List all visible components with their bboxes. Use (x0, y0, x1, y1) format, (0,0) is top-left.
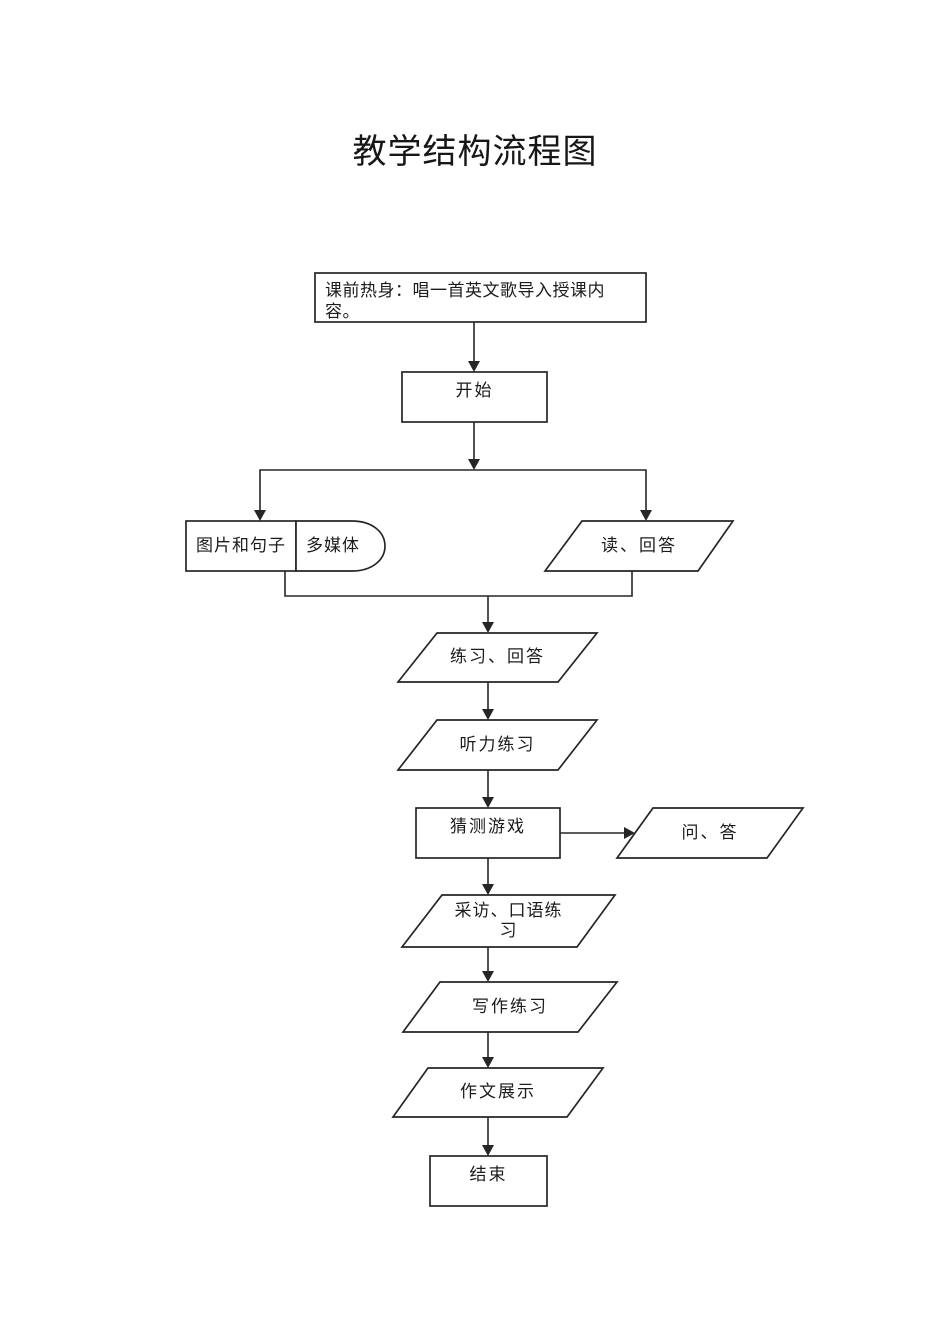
branch-split-line (259, 469, 647, 511)
warmup-label: 课前热身：唱一首英文歌导入授课内容。 (325, 281, 605, 322)
practice-answer-label: 练习、回答 (450, 647, 545, 667)
arrowhead-into-listening (482, 709, 494, 720)
arrowhead-into-read-answer (640, 510, 652, 521)
branch-join-line (284, 571, 633, 597)
essay-show-parallelogram (391, 1067, 605, 1118)
warmup-box (314, 272, 647, 323)
start-label: 开始 (455, 381, 494, 401)
guessing-label: 猜测游戏 (450, 817, 526, 837)
arrowhead-into-guessing (482, 797, 494, 808)
arrowhead-into-writing (482, 971, 494, 982)
arrowhead-into-qa (624, 827, 635, 839)
essay-show-label: 作文展示 (460, 1082, 536, 1102)
listening-parallelogram (396, 719, 599, 771)
multimedia-delay-shape (295, 520, 386, 572)
end-label: 结束 (469, 1165, 508, 1185)
arrowhead-into-start (468, 361, 480, 372)
read-answer-parallelogram (543, 520, 735, 572)
interview-parallelogram (400, 894, 617, 948)
writing-label: 写作练习 (472, 996, 548, 1017)
read-answer-label: 读、回答 (601, 535, 677, 556)
writing-parallelogram (401, 981, 619, 1033)
page-title: 教学结构流程图 (352, 132, 598, 172)
interview-label-text: 采访、口语练习 (454, 901, 563, 941)
question-answer-parallelogram (615, 807, 805, 859)
pictures-label: 图片和句子 (196, 535, 286, 556)
arrowhead-into-practice (482, 622, 494, 633)
practice-answer-parallelogram (396, 632, 599, 683)
pictures-box (185, 520, 297, 572)
arrowhead-into-essay (482, 1057, 494, 1068)
arrowhead-into-interview (482, 884, 494, 895)
arrowhead-into-branch (468, 459, 480, 470)
arrowhead-into-end (482, 1145, 494, 1156)
interview-label: 采访、口语练习 (402, 895, 615, 947)
question-answer-label: 问、答 (681, 822, 739, 843)
arrowhead-into-pictures (254, 510, 266, 521)
end-box (429, 1155, 548, 1207)
multimedia-label: 多媒体 (306, 535, 360, 556)
listening-label: 听力练习 (459, 734, 536, 755)
start-box (401, 371, 548, 423)
